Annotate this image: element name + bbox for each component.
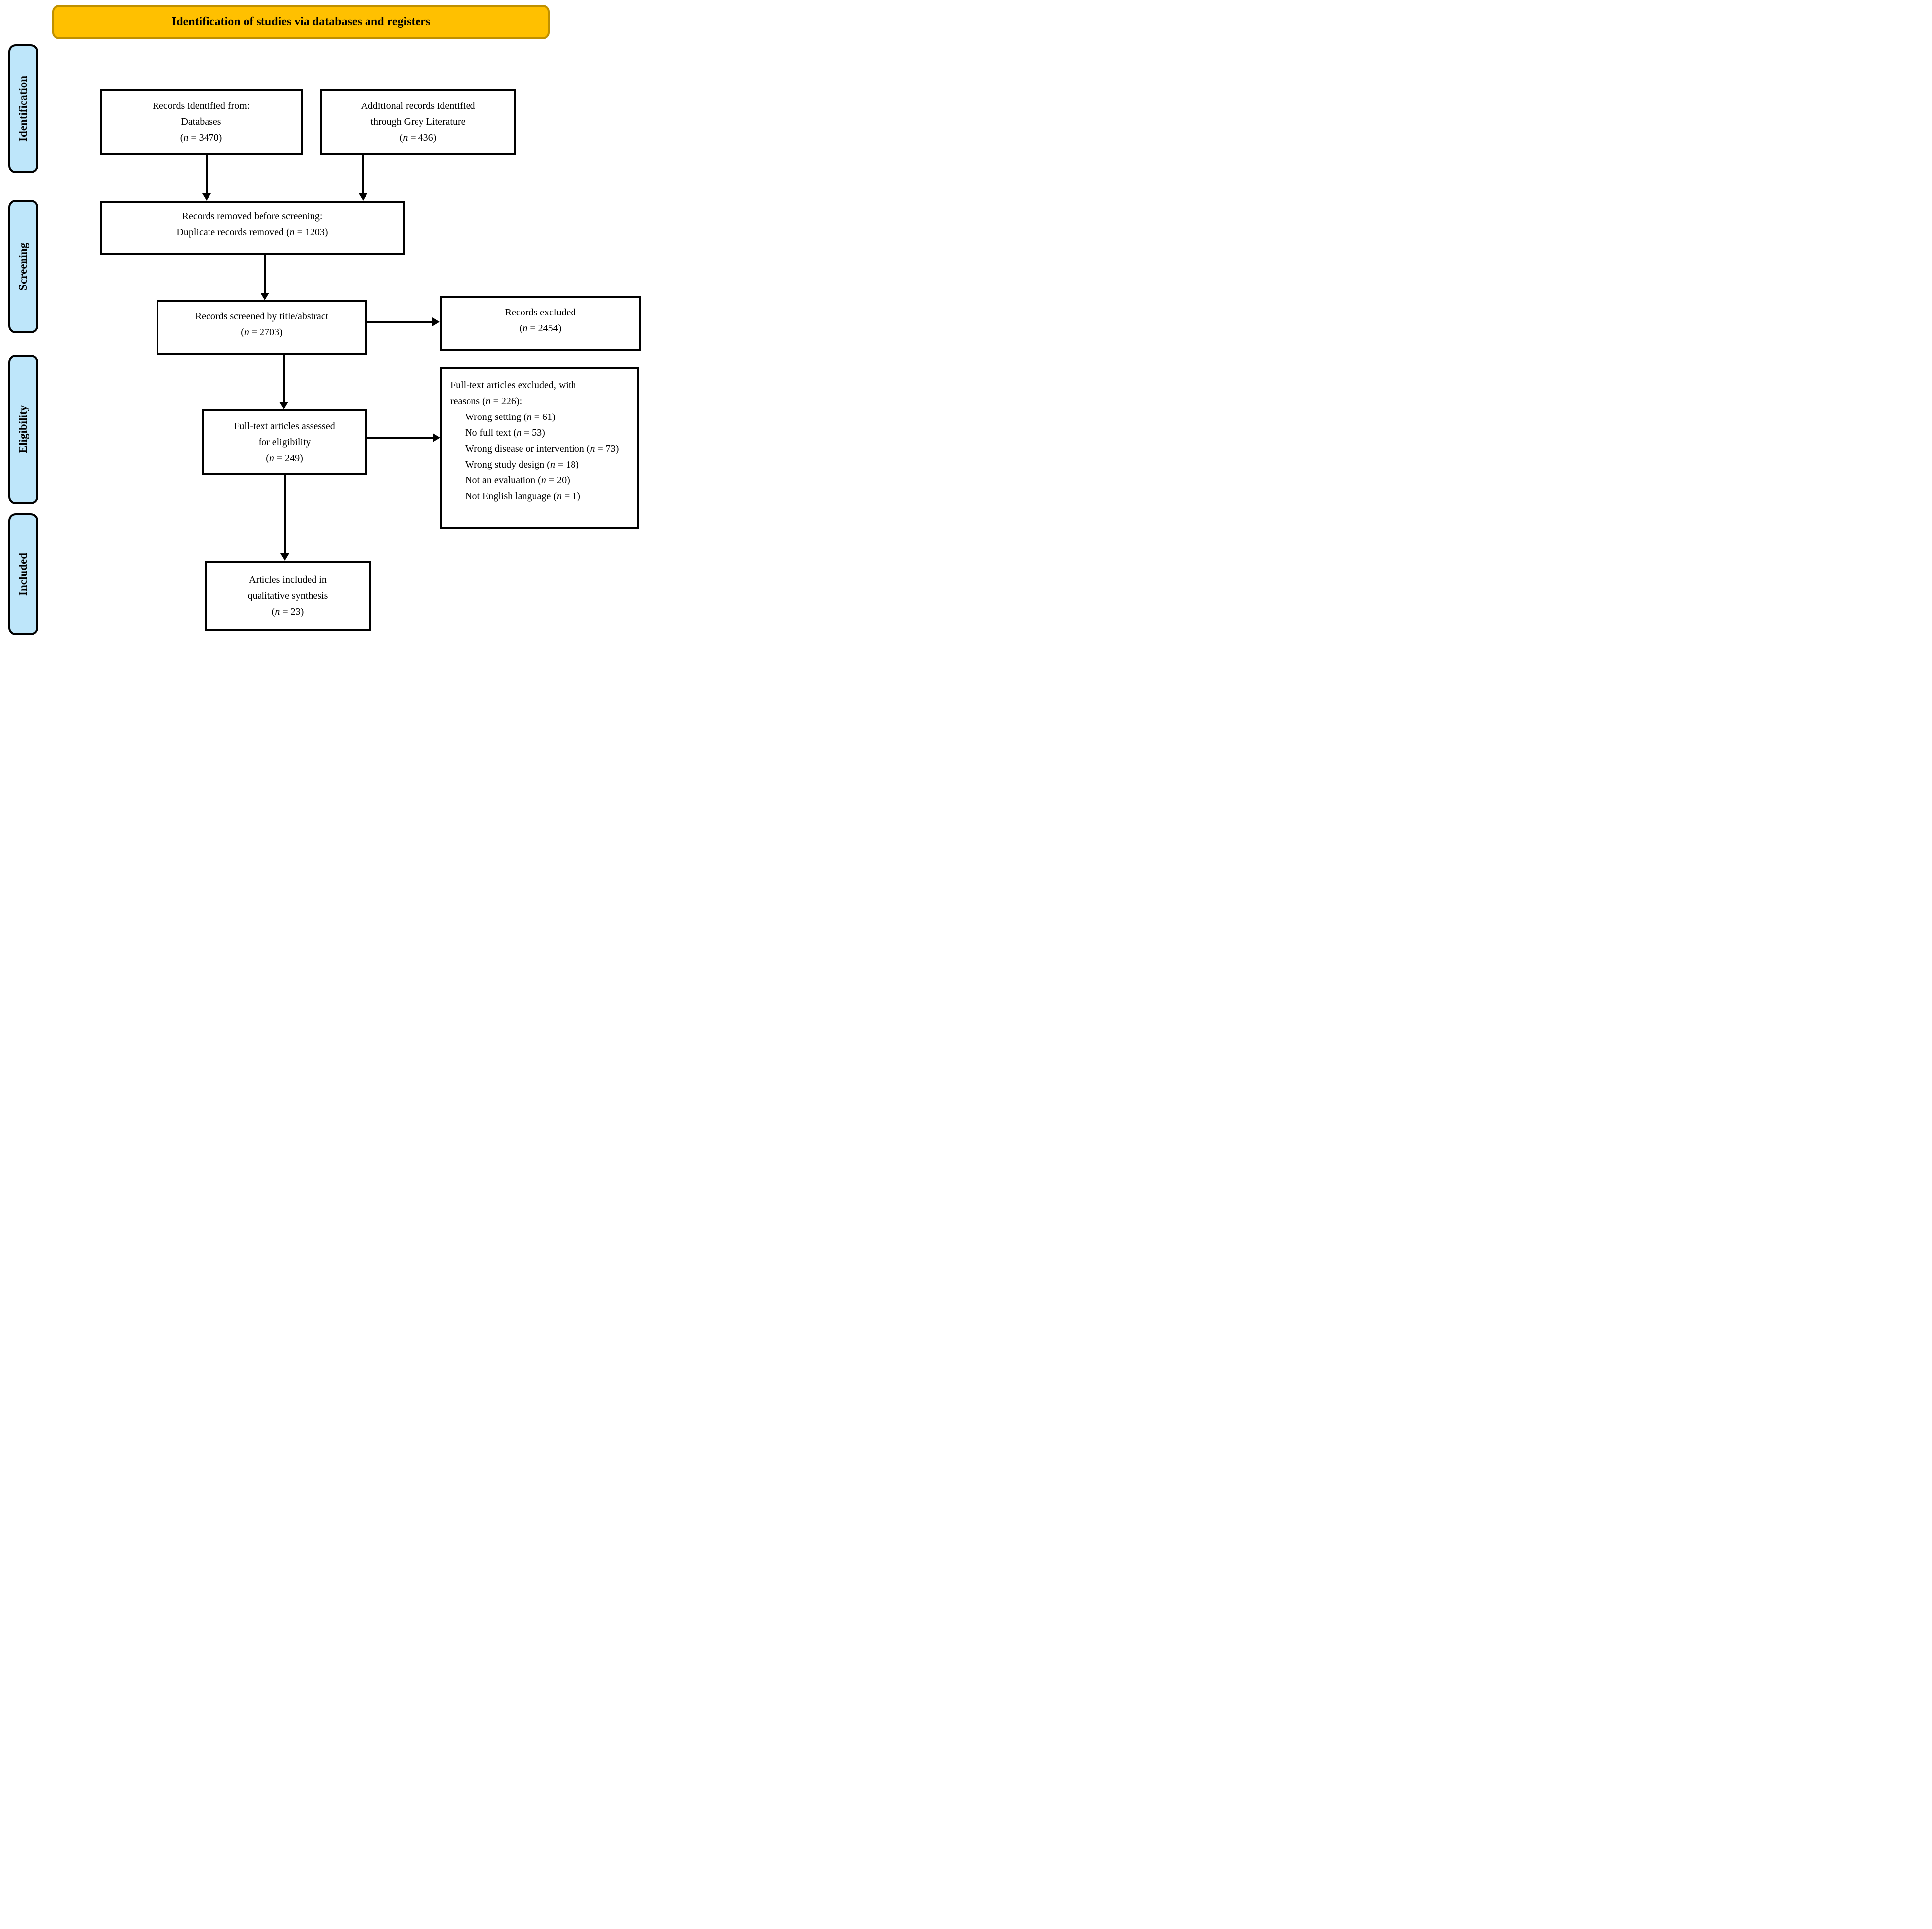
arrowhead-right-icon	[433, 433, 440, 442]
title-banner: Identification of studies via databases …	[52, 5, 550, 39]
box-fulltext-assessed: Full-text articles assessed for eligibil…	[202, 409, 367, 475]
exclusion-reason: Not an evaluation (n = 20)	[465, 475, 570, 486]
box-line: Records excluded	[505, 307, 576, 318]
stage-screening: Screening	[8, 200, 38, 333]
box-fulltext-excluded-reasons: Full-text articles excluded, with reason…	[440, 367, 639, 529]
box-line: Articles included in	[249, 574, 327, 585]
stage-identification: Identification	[8, 44, 38, 173]
arrowhead-down-icon	[280, 553, 289, 561]
box-line: Records removed before screening:	[182, 211, 323, 222]
stage-included: Included	[8, 513, 38, 635]
title-banner-text: Identification of studies via databases …	[171, 15, 431, 28]
box-line: (n = 3470)	[180, 132, 222, 143]
stage-eligibility: Eligibility	[8, 355, 38, 504]
box-line: Duplicate records removed (n = 1203)	[176, 227, 328, 238]
box-line: through Grey Literature	[370, 116, 466, 127]
box-line: Full-text articles excluded, with	[450, 380, 576, 391]
arrowhead-down-icon	[279, 402, 288, 409]
box-line: Records identified from:	[152, 100, 250, 111]
prisma-flow-diagram: Identification of studies via databases …	[0, 0, 644, 643]
box-line: Databases	[181, 116, 221, 127]
box-line: Full-text articles assessed	[234, 421, 335, 432]
arrowhead-right-icon	[432, 317, 440, 326]
box-records-screened: Records screened by title/abstract (n = …	[157, 300, 367, 355]
exclusion-reason: Wrong setting (n = 61)	[465, 412, 556, 422]
arrow-databases-to-removed-line	[206, 154, 208, 194]
box-line: Additional records identified	[361, 100, 475, 111]
arrowhead-down-icon	[261, 293, 269, 300]
box-line: (n = 249)	[266, 453, 303, 464]
box-line: Records screened by title/abstract	[195, 311, 329, 322]
box-records-removed: Records removed before screening: Duplic…	[100, 201, 405, 255]
box-grey-literature: Additional records identified through Gr…	[320, 89, 516, 155]
box-records-excluded: Records excluded (n = 2454)	[440, 296, 641, 351]
stage-eligibility-label: Eligibility	[17, 405, 29, 454]
box-line: (n = 2703)	[241, 326, 283, 338]
arrow-assessed-to-included-line	[284, 475, 286, 554]
arrow-screened-to-assessed-line	[283, 355, 285, 403]
arrow-removed-to-screened-line	[264, 255, 266, 294]
box-articles-included: Articles included in qualitative synthes…	[205, 561, 371, 631]
box-line: for eligibility	[258, 437, 311, 448]
box-line: reasons (n = 226):	[450, 396, 522, 407]
arrowhead-down-icon	[202, 193, 211, 201]
stage-included-label: Included	[17, 553, 29, 596]
arrow-grey-to-removed-line	[362, 154, 364, 194]
stage-screening-label: Screening	[17, 242, 29, 291]
stage-identification-label: Identification	[17, 76, 29, 142]
box-line: (n = 2454)	[519, 322, 562, 334]
arrowhead-down-icon	[359, 193, 367, 201]
exclusion-reason: Wrong disease or intervention (n = 73)	[465, 443, 619, 454]
exclusion-reason: Not English language (n = 1)	[465, 491, 580, 502]
box-records-identified: Records identified from: Databases (n = …	[100, 89, 303, 155]
arrow-screened-to-excluded-line	[367, 321, 433, 323]
box-line: (n = 436)	[399, 132, 437, 143]
box-line: qualitative synthesis	[247, 590, 328, 601]
exclusion-reason: Wrong study design (n = 18)	[465, 459, 579, 470]
exclusion-reason: No full text (n = 53)	[465, 427, 545, 438]
box-line: (n = 23)	[271, 606, 304, 617]
arrow-assessed-to-reasons-line	[367, 437, 433, 439]
